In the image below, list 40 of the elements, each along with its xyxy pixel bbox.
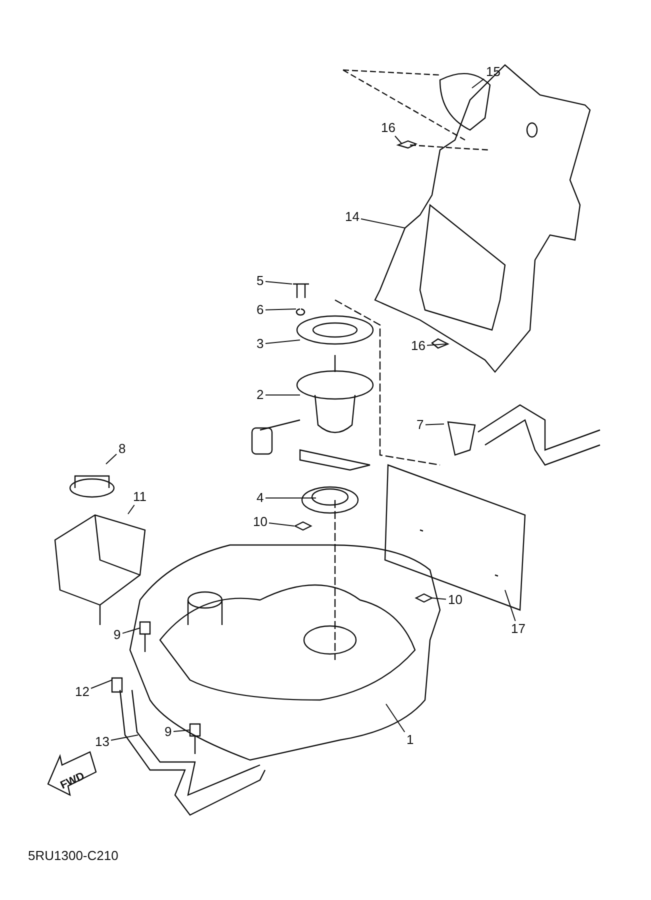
leader-line (504, 590, 516, 622)
callout-number: 9 (164, 725, 172, 739)
leader-line (432, 598, 446, 600)
callout-number: 13 (95, 735, 110, 749)
leader-line (394, 136, 402, 144)
callout-number: 2 (256, 388, 264, 402)
callout-number: 8 (118, 442, 126, 456)
callout-number: 9 (114, 628, 121, 642)
callout-number: 5 (256, 274, 264, 288)
leader-line (90, 680, 112, 689)
callout-number: 1 (406, 733, 414, 747)
leader-line (106, 454, 117, 464)
leader-line (110, 734, 138, 741)
leader-line (265, 308, 296, 310)
leader-line (472, 78, 484, 88)
leader-line (122, 628, 140, 634)
callout-number: 11 (133, 490, 146, 504)
leader-line (386, 704, 406, 732)
callout-number: 15 (486, 65, 500, 79)
leader-line (265, 281, 292, 284)
callout-number: 17 (511, 622, 526, 636)
leader-line (173, 730, 190, 732)
callout-number: 16 (411, 339, 426, 353)
callout-number: 3 (256, 337, 264, 351)
callout-number: 14 (345, 210, 360, 224)
callout-number: 6 (256, 303, 264, 317)
leader-line (268, 522, 294, 526)
leader-line (425, 424, 444, 426)
leader-line (265, 394, 300, 396)
drawing-code: 5RU1300-C210 (28, 849, 118, 863)
leader-line (128, 504, 135, 514)
leader-line (426, 344, 446, 346)
callout-number: 12 (75, 685, 90, 699)
callout-number: 10 (448, 593, 462, 607)
leader-line (265, 340, 300, 344)
callout-number: 10 (253, 515, 268, 529)
callout-number: 4 (256, 491, 264, 505)
callout-number: 16 (381, 121, 396, 135)
leader-line (360, 218, 406, 228)
callout-number: 7 (416, 418, 424, 432)
